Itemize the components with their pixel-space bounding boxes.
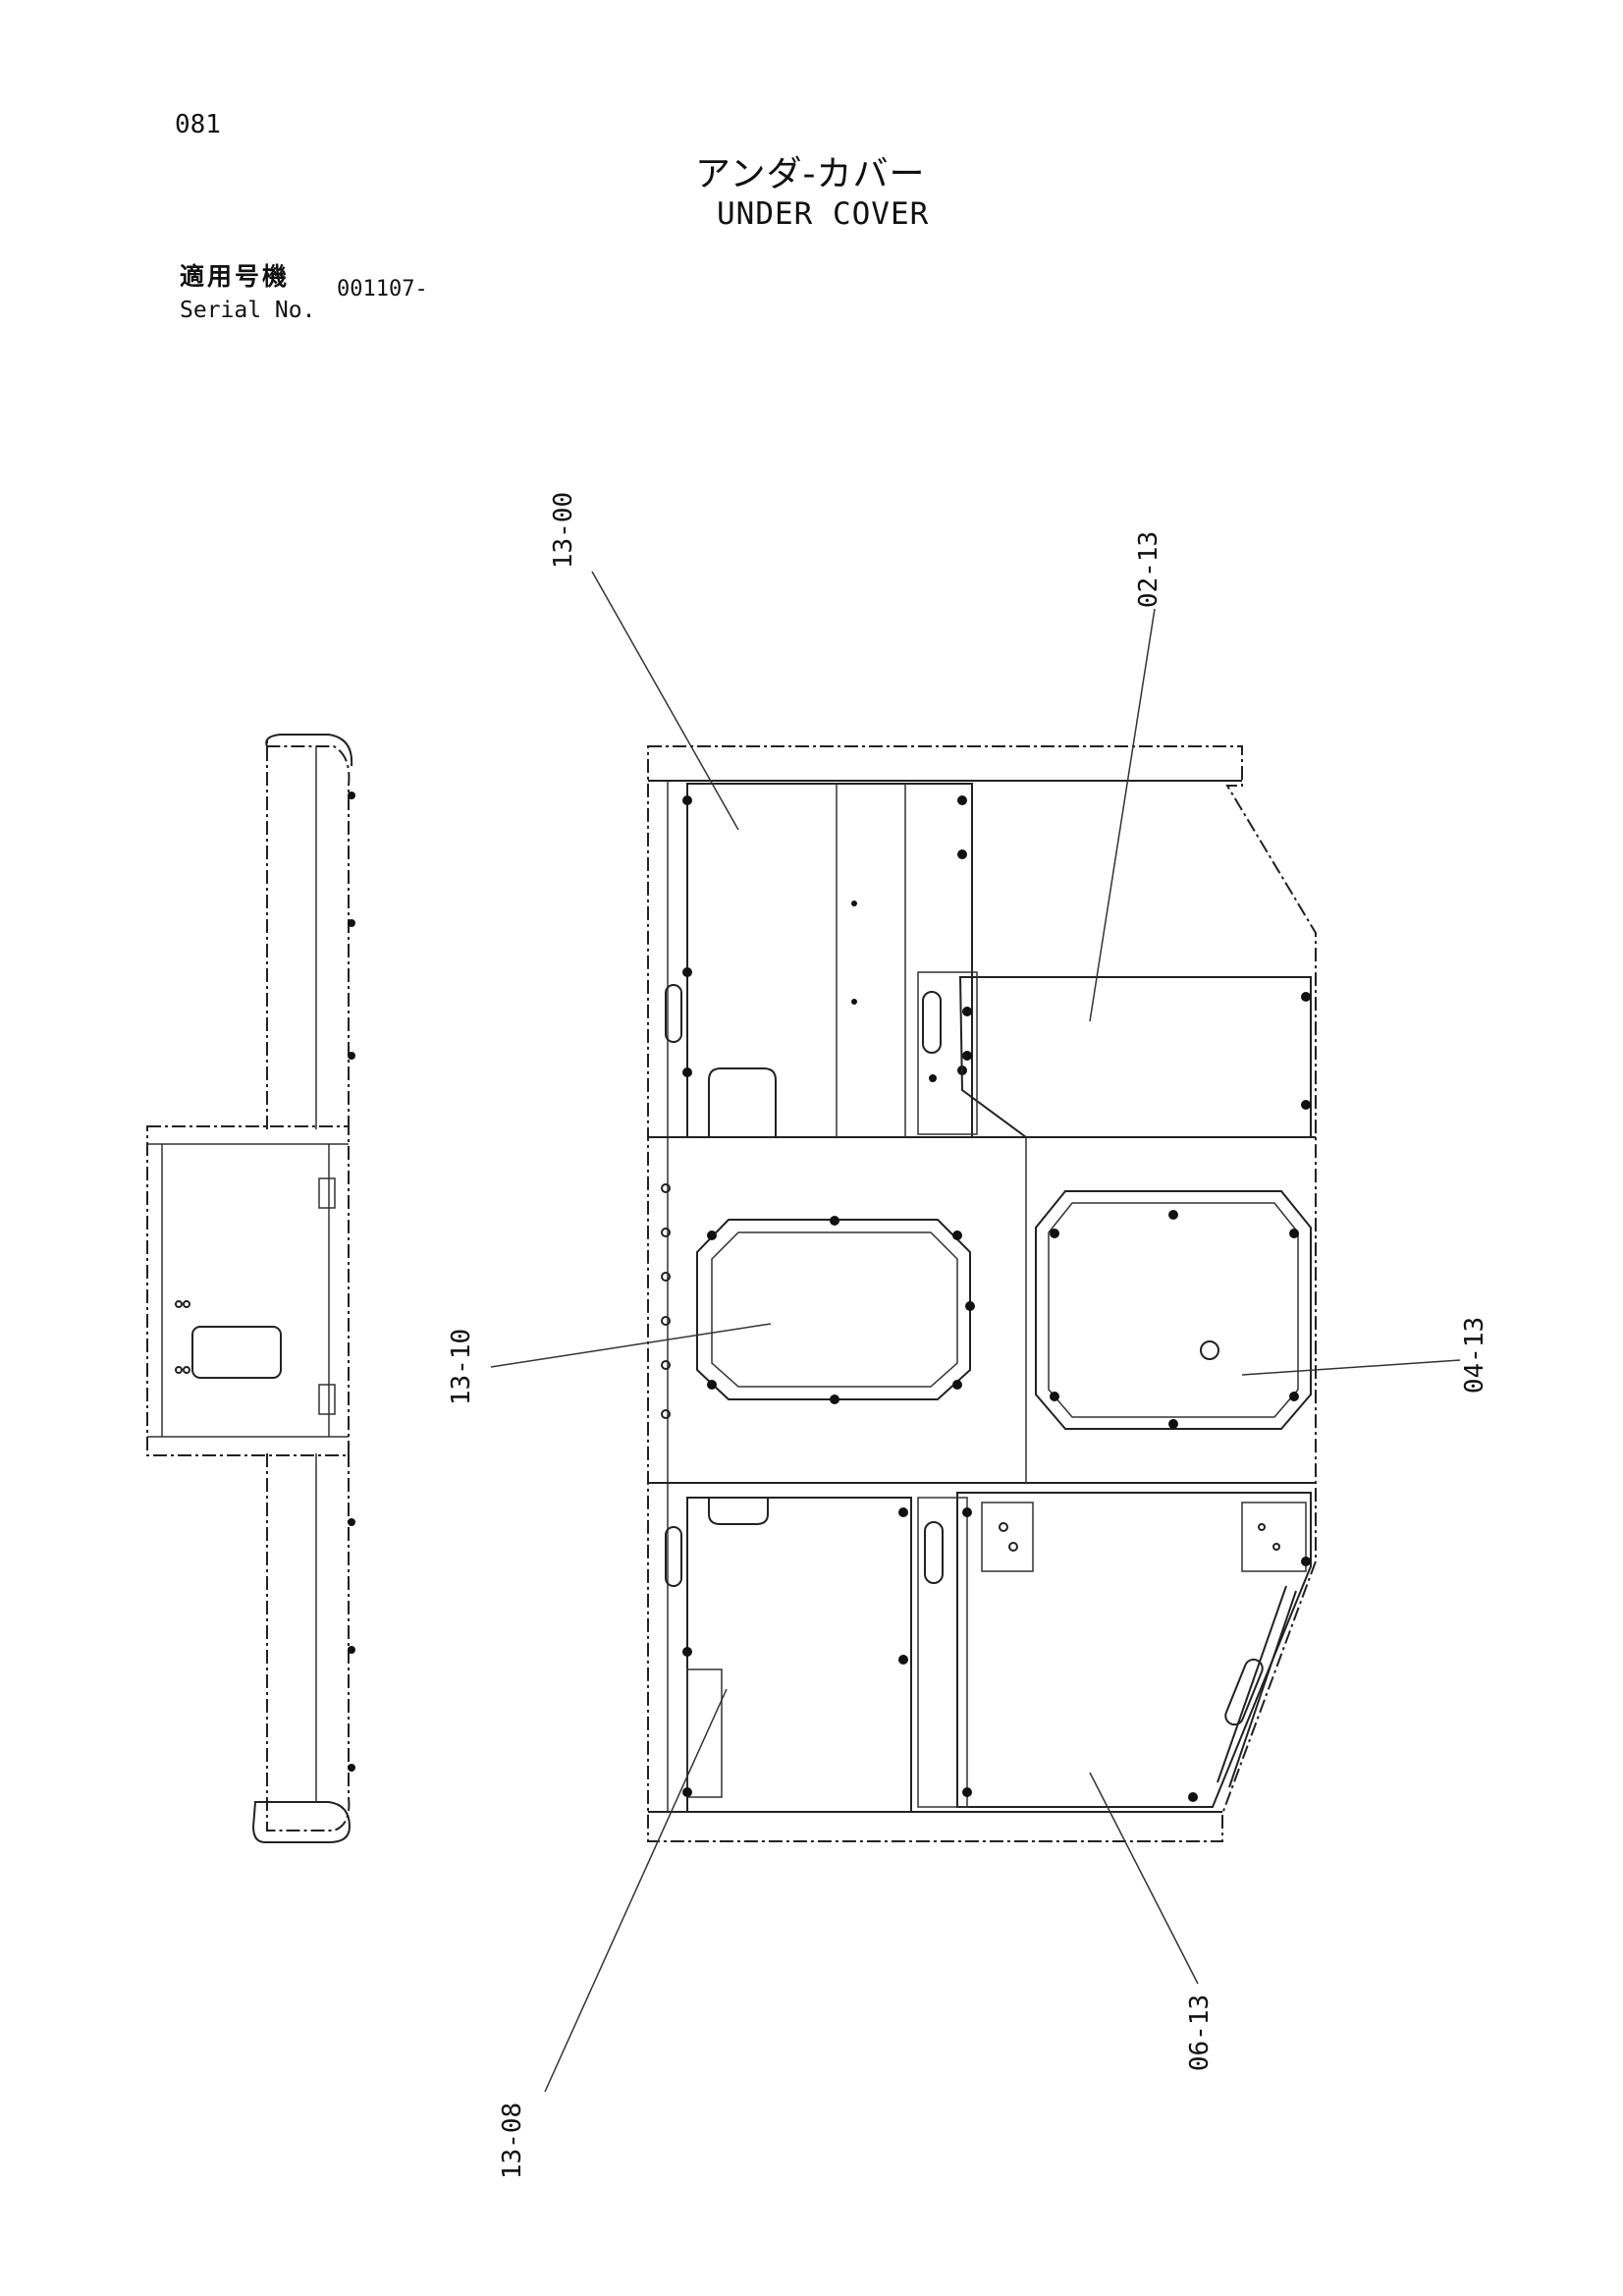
callout-04-13: 04-13 — [1460, 1317, 1489, 1394]
callout-13-08: 13-08 — [498, 2103, 527, 2179]
serial-label-english: Serial No. — [180, 298, 316, 323]
serial-number-value: 001107- — [337, 277, 428, 301]
callout-06-13: 06-13 — [1185, 1995, 1215, 2071]
page-number: 081 — [175, 110, 221, 139]
leader-lines — [490, 571, 1461, 2093]
title-japanese: アンダ-カバー — [695, 154, 926, 194]
callout-13-10: 13-10 — [447, 1329, 476, 1405]
callout-13-00: 13-00 — [549, 492, 578, 569]
title-english: UNDER COVER — [717, 196, 930, 232]
serial-label-japanese: 適用号機 — [180, 262, 291, 291]
callout-02-13: 02-13 — [1134, 531, 1163, 608]
main-frame — [647, 745, 1317, 1842]
side-view-frame — [146, 734, 355, 1843]
callout-labels: 13-00 02-13 13-10 04-13 13-08 06-13 — [447, 492, 1489, 2179]
